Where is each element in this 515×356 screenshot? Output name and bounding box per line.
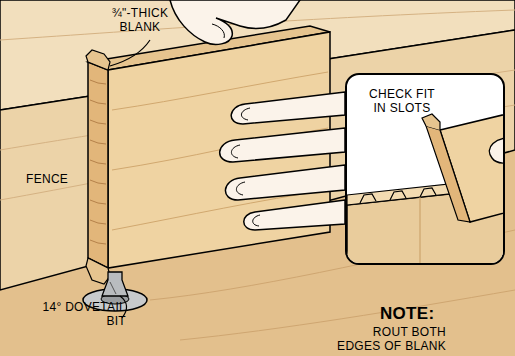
callout-label: ROUT BOTH EDGES OF BLANK [336,325,446,354]
finger [244,200,345,230]
hand-top [170,0,300,44]
callout-label: 14° DOVETAIL BIT [36,300,126,329]
bit-flute [110,282,116,294]
fingernails [231,108,260,226]
dovetail-tongue [86,50,110,70]
end-grain-lines [90,80,106,244]
finger [231,92,345,124]
finger [225,165,345,200]
finger [220,128,345,162]
fence-face [0,30,515,290]
callout-label: NOTE: [380,304,450,324]
inset-caption: CHECK FIT IN SLOTS [361,87,443,116]
leader-line [110,40,150,66]
callout-label: FENCE [26,172,86,186]
dovetail-tongue [86,258,110,284]
blank-end-grain [88,62,108,268]
inset-panel: CHECK FIT IN SLOTS [345,73,505,265]
dovetail-bit [102,272,128,296]
callout-label: ¾"-THICK BLANK [100,6,180,35]
thumbnail [212,24,224,38]
